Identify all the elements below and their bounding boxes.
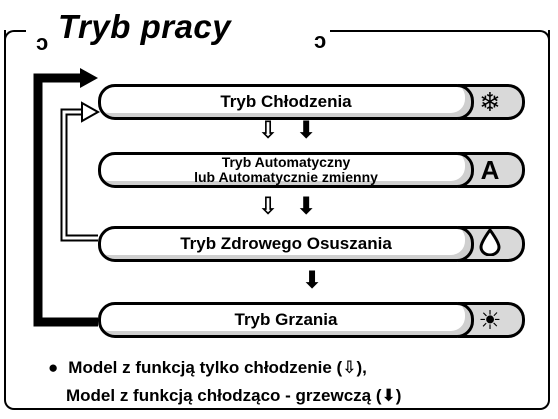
legend-line-2: Model z funkcją chłodząco - grzewczą (⬇) bbox=[66, 386, 401, 406]
arrows-1: ⇩ ⬇ bbox=[258, 117, 317, 144]
title-hook-right: ↄ bbox=[314, 28, 327, 53]
outline-down-arrow-icon: ⇩ bbox=[258, 117, 279, 144]
dry-loop-line-inner bbox=[62, 110, 98, 240]
mode-auto-label: Tryb Automatyczny lub Automatycznie zmie… bbox=[98, 152, 474, 188]
water-drop-icon bbox=[479, 227, 501, 260]
frame bbox=[4, 30, 550, 410]
mode-auto: A Tryb Automatyczny lub Automatycznie zm… bbox=[98, 152, 530, 188]
legend-cooling-only: Model z funkcją tylko chłodzenie (⇩), bbox=[68, 358, 367, 377]
heating-loop-line bbox=[33, 73, 98, 327]
snowflake-icon: ❄ bbox=[479, 87, 501, 117]
sun-icon: ☀ bbox=[478, 305, 502, 335]
filled-down-arrow-icon: ⬇ bbox=[296, 117, 317, 144]
arrows-2: ⇩ ⬇ bbox=[258, 193, 317, 220]
dry-loop-line bbox=[60, 108, 98, 242]
outline-down-arrow-icon: ⇩ bbox=[258, 193, 279, 220]
mode-auto-label-line1: Tryb Automatyczny bbox=[221, 154, 351, 170]
mode-heating-label: Tryb Grzania bbox=[98, 302, 474, 338]
mode-dry: Tryb Zdrowego Osuszania bbox=[98, 226, 530, 262]
filled-down-arrow-icon: ⬇ bbox=[296, 193, 317, 220]
mode-auto-label-line2: lub Automatycznie zmienny bbox=[194, 169, 378, 185]
arrows-3: ⬇ bbox=[302, 267, 323, 294]
dry-loop-arrowhead bbox=[81, 101, 101, 123]
legend-line-1: ● Model z funkcją tylko chłodzenie (⇩), bbox=[48, 358, 367, 378]
water-drop-shape bbox=[479, 227, 501, 257]
bullet-icon: ● bbox=[48, 358, 59, 377]
page-title: Tryb pracy bbox=[58, 8, 232, 45]
legend-cooling-heating: Model z funkcją chłodząco - grzewczą (⬇) bbox=[66, 386, 402, 405]
mode-heating: ☀ Tryb Grzania bbox=[98, 302, 530, 338]
heating-loop-arrowhead bbox=[80, 68, 98, 88]
frame-corner-left bbox=[4, 30, 26, 46]
mode-cooling-label: Tryb Chłodzenia bbox=[98, 84, 474, 120]
mode-cooling: ❄ Tryb Chłodzenia bbox=[98, 84, 530, 120]
title-hook-left: ↄ bbox=[36, 30, 49, 55]
mode-dry-label: Tryb Zdrowego Osuszania bbox=[98, 226, 474, 262]
frame-corner-right bbox=[330, 30, 550, 46]
auto-mountain-icon: A bbox=[480, 155, 500, 185]
filled-down-arrow-icon: ⬇ bbox=[302, 267, 323, 294]
